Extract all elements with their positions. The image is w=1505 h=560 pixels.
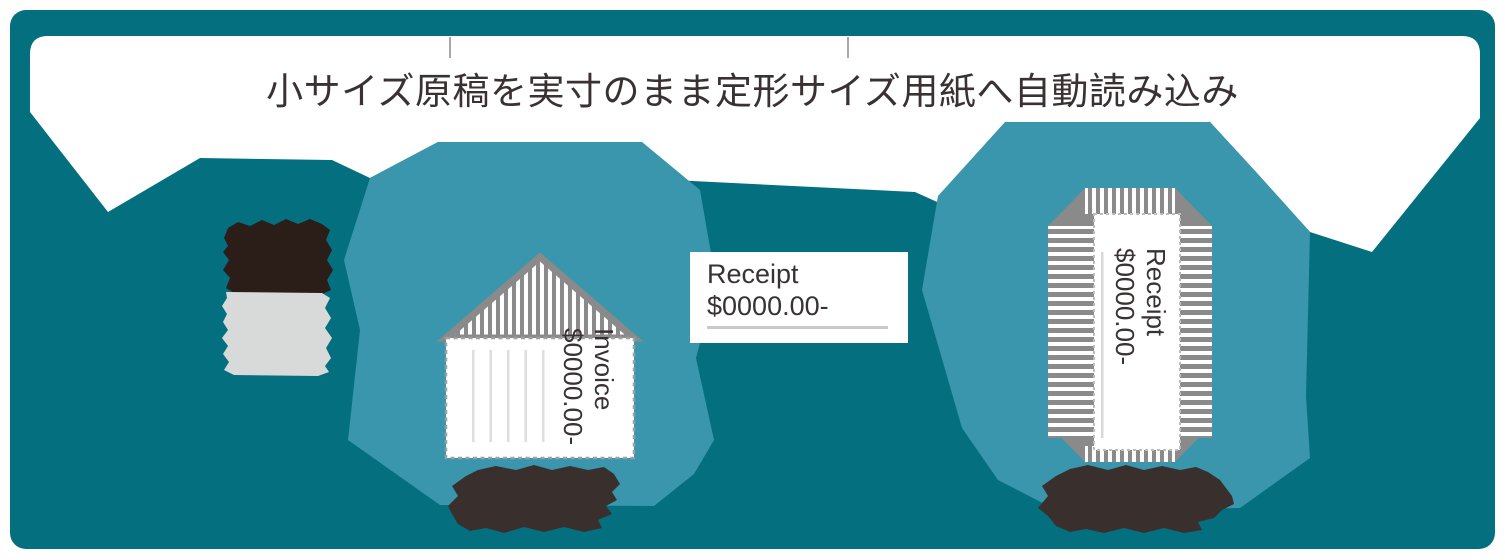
receipt-doc-stripe-top bbox=[1085, 188, 1175, 214]
callout-tick-right bbox=[847, 37, 849, 58]
obscured-caption-left bbox=[448, 465, 620, 533]
receipt-card: Receipt $0000.00- bbox=[690, 252, 908, 343]
receipt-doc-stripe-left bbox=[1048, 226, 1094, 438]
receipt-card-title: Receipt bbox=[707, 259, 799, 289]
title-banner bbox=[30, 36, 1480, 252]
receipt-doc-title: Receipt bbox=[1141, 248, 1171, 337]
invoice-doc-title: Invoice bbox=[589, 328, 619, 411]
receipt-doc-underline bbox=[1101, 252, 1104, 438]
headline: 小サイズ原稿を実寸のまま定形サイズ用紙へ自動読み込み bbox=[266, 71, 1239, 112]
receipt-card-underline bbox=[707, 326, 888, 329]
invoice-body bbox=[444, 336, 636, 460]
receipt-doc-amount: $0000.00- bbox=[1110, 248, 1140, 366]
obscured-caption-right bbox=[1038, 465, 1234, 533]
small-receipt-ink bbox=[223, 219, 333, 295]
invoice-doc-amount: $0000.00- bbox=[558, 328, 588, 446]
receipt-doc-text: Receipt $0000.00- bbox=[1109, 248, 1171, 388]
callout-tick-left bbox=[449, 37, 451, 58]
small-receipt-paper bbox=[222, 292, 332, 376]
receipt-doc-stripe-right bbox=[1180, 226, 1212, 438]
invoice-text-lines bbox=[472, 350, 545, 442]
receipt-card-amount: $0000.00- bbox=[707, 291, 829, 321]
invoice-doc-text: Invoice $0000.00- bbox=[557, 328, 619, 468]
receipt-doc-paper bbox=[1093, 213, 1181, 451]
